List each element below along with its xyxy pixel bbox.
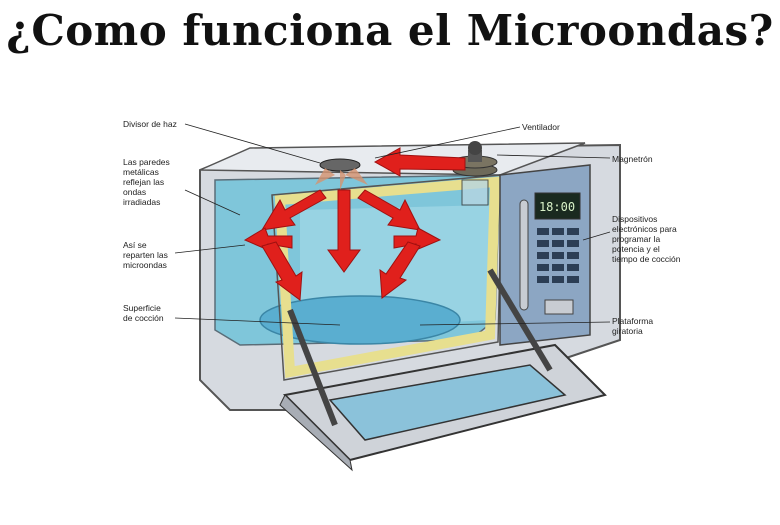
door-handle: [519, 199, 529, 311]
keypad: [537, 228, 579, 283]
leader-lines: [174, 123, 611, 326]
label-magnetron: Magnetrón: [612, 154, 653, 164]
fan: [315, 158, 368, 190]
display-time: 18:00: [539, 200, 575, 214]
wave-arrows: [243, 147, 466, 301]
label-distribution: Así se reparten las microondas: [123, 240, 168, 270]
door-arm-left: [287, 308, 338, 427]
turntable: [259, 295, 461, 345]
door-arm-right: [487, 268, 553, 372]
label-beam-splitter: Divisor de haz: [123, 119, 177, 129]
door-inner-frame: [271, 174, 503, 381]
display-window: [534, 192, 581, 220]
label-turntable: Plataforma giratoria: [612, 316, 654, 336]
label-walls: Las paredes metálicas reflejan las ondas…: [123, 157, 170, 207]
door-edge: [279, 394, 353, 472]
panel-button: [544, 299, 574, 315]
door-frame: [274, 176, 501, 378]
label-electronics: Dispositivos electrónicos para programar…: [612, 214, 681, 264]
label-fan: Ventilador: [522, 122, 560, 132]
label-cooking-surface: Superficie de cocción: [123, 303, 164, 323]
page-title: ¿Como funciona el Microondas?: [6, 6, 774, 55]
door-glass: [328, 364, 567, 441]
